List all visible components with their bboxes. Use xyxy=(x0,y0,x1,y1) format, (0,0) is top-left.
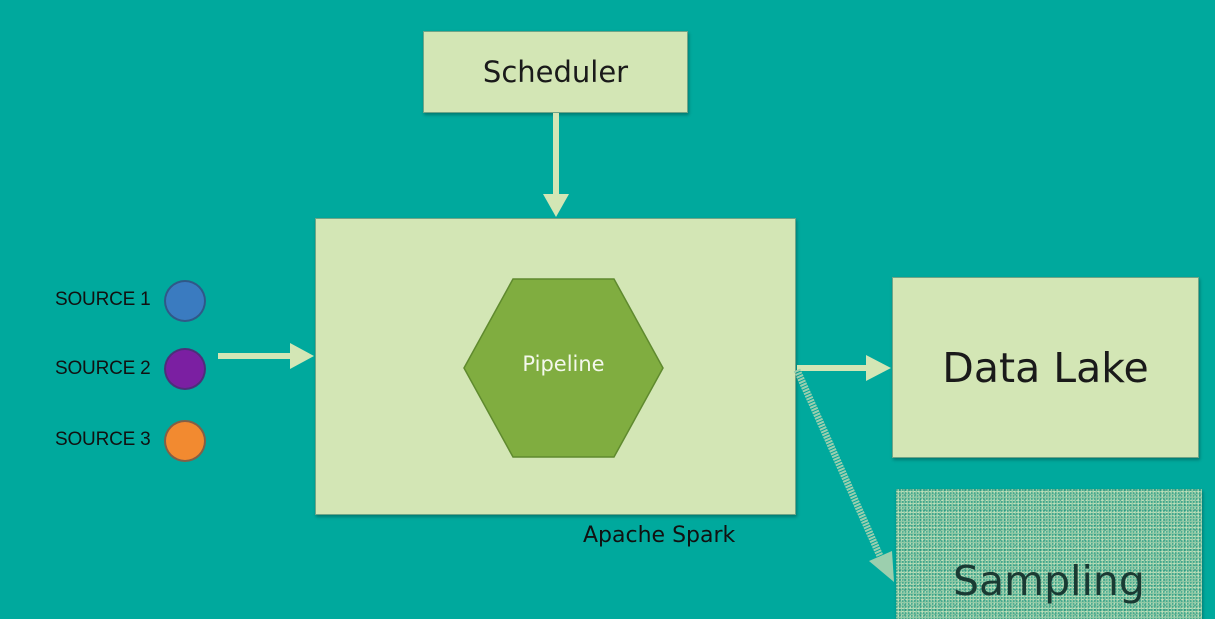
apache-spark-caption: Apache Spark xyxy=(583,523,736,548)
data-lake-label: Data Lake xyxy=(942,343,1149,392)
diagram-overlay xyxy=(218,113,894,582)
arrow-sources-to-spark xyxy=(218,343,314,369)
source-2-dot xyxy=(164,348,206,390)
data-lake-node: Data Lake xyxy=(892,277,1199,458)
source-3-dot xyxy=(164,420,206,462)
source-3-label: SOURCE 3 xyxy=(55,429,151,450)
source-2-label: SOURCE 2 xyxy=(55,358,151,379)
pipeline-hexagon xyxy=(463,278,664,458)
source-1-dot xyxy=(164,280,206,322)
scheduler-label: Scheduler xyxy=(482,55,629,89)
source-1-label: SOURCE 1 xyxy=(55,289,151,310)
scheduler-node: Scheduler xyxy=(423,31,688,113)
pipeline-label: Pipeline xyxy=(522,352,605,376)
arrow-spark-to-data-lake xyxy=(797,355,891,381)
arrow-scheduler-to-spark xyxy=(543,113,569,217)
arrow-spark-to-sampling xyxy=(793,368,894,582)
